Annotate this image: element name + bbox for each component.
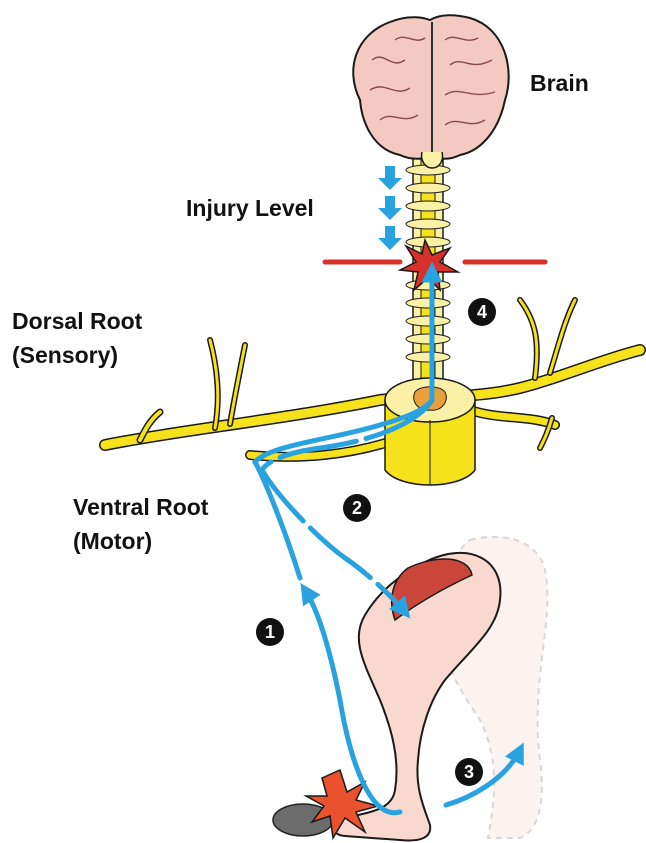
dorsal-root-sublabel: (Sensory)	[12, 342, 118, 370]
step-marker-2: 2	[343, 494, 371, 522]
ventral-root-label: Ventral Root	[73, 494, 208, 522]
brain	[353, 15, 508, 168]
step-marker-1: 1	[256, 618, 284, 646]
nerves	[105, 300, 640, 457]
ventral-root-sublabel: (Motor)	[73, 528, 152, 556]
injury-level-label: Injury Level	[186, 195, 314, 223]
step-number-4: 4	[477, 302, 487, 322]
step-marker-3: 3	[455, 758, 483, 786]
dorsal-root-label: Dorsal Root	[12, 308, 142, 336]
step-number-1: 1	[265, 622, 275, 642]
step-number-3: 3	[464, 762, 474, 782]
step-number-2: 2	[352, 498, 362, 518]
step-marker-4: 4	[468, 298, 496, 326]
brain-label: Brain	[530, 70, 589, 98]
descending-arrows	[378, 166, 402, 250]
